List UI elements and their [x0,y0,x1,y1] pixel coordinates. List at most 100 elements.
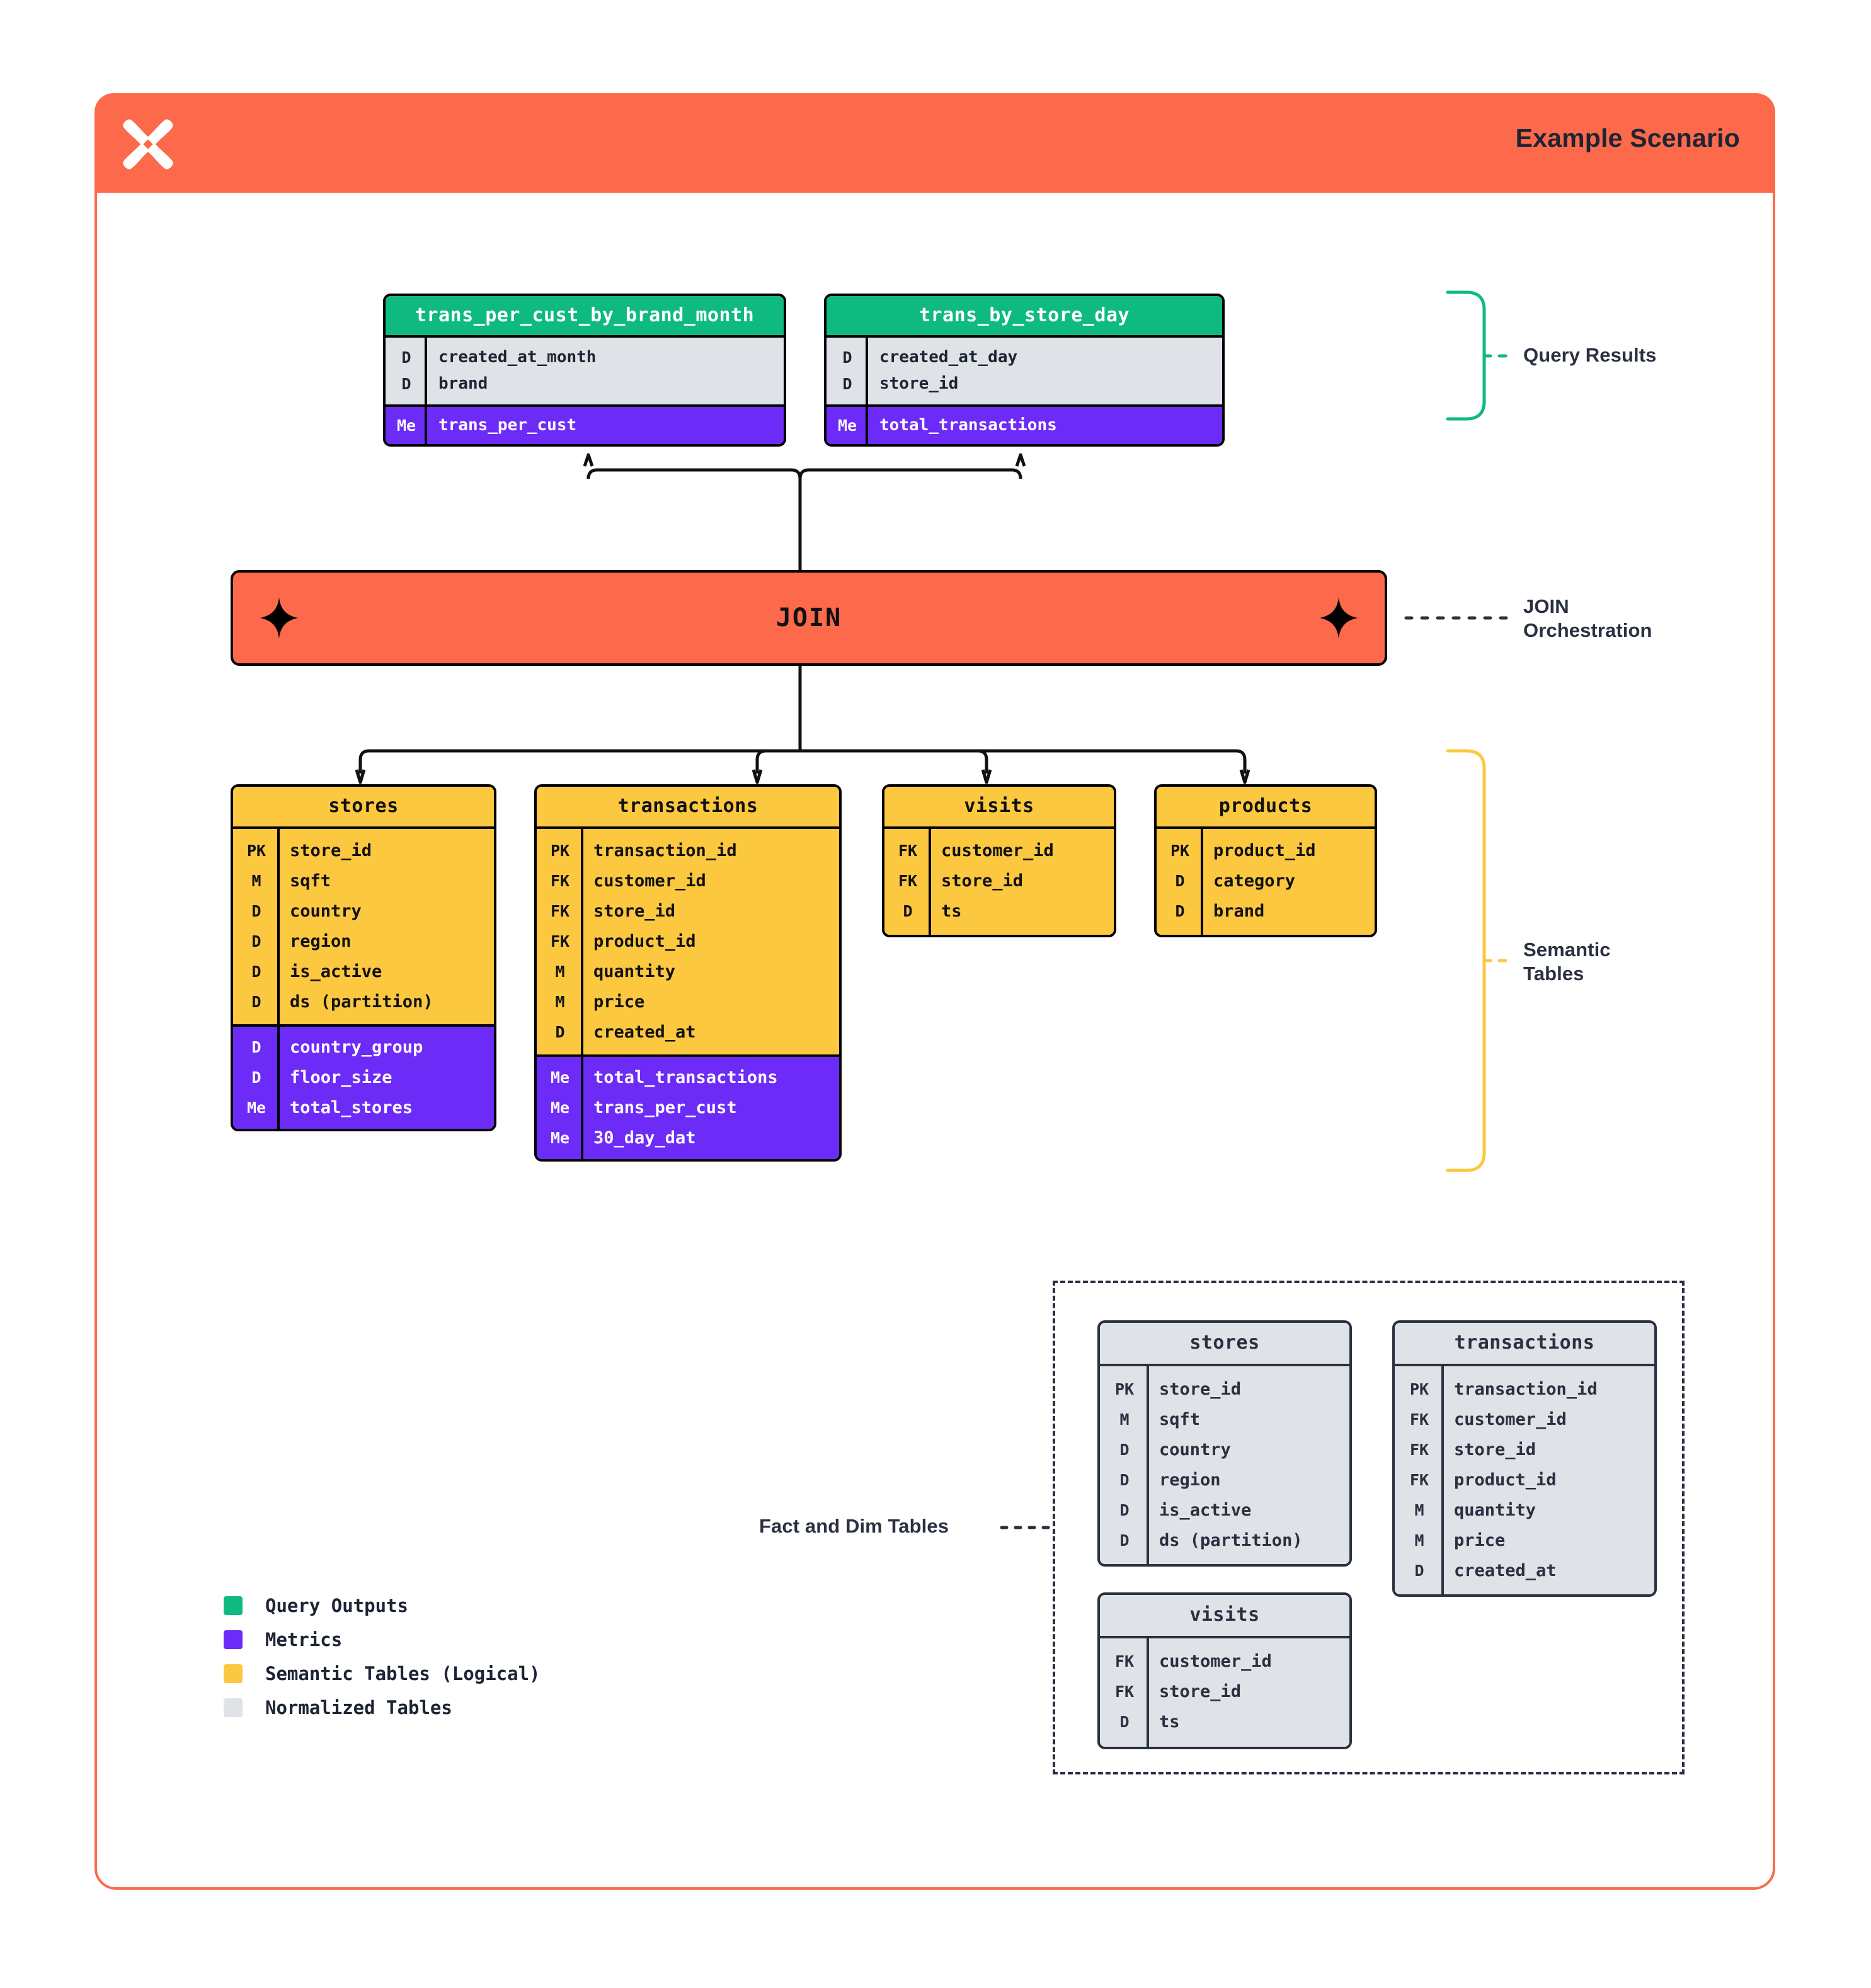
row-value: store_id [879,374,959,393]
row-key: FK [550,932,570,951]
row-key: M [1119,1410,1130,1429]
row-key: D [251,901,261,920]
row-value: customer_id [941,840,1054,860]
table-row: FK product_id [537,926,839,956]
callout-semantic-tables: Semantic Tables [1523,938,1611,986]
row-key: D [251,932,261,951]
callout-label-line2: Orchestration [1523,619,1652,641]
row-value: 30_day_dat [593,1128,696,1148]
row-value: country [290,901,362,921]
callout-label-line2: Tables [1523,962,1584,985]
row-value: ds (partition) [1159,1530,1303,1550]
legend-swatch [224,1630,243,1649]
row-value: ds (partition) [290,991,433,1012]
row-value: ts [1159,1711,1180,1732]
row-value: floor_size [290,1067,392,1087]
row-value: country [1159,1439,1231,1460]
row-value: brand [438,374,488,393]
query-result-table-trans-per-cust-by-brand-month[interactable]: trans_per_cust_by_brand_month D created_… [383,294,786,447]
row-value: product_id [1213,840,1316,860]
legend: Query Outputs Metrics Semantic Tables (L… [224,1589,541,1725]
row-key: PK [1114,1380,1135,1398]
row-value: price [1454,1530,1506,1550]
legend-label: Metrics [265,1629,343,1650]
row-key: FK [1114,1682,1135,1701]
row-key: D [1119,1500,1130,1519]
callout-label-line1: Semantic [1523,939,1611,961]
row-value: product_id [593,931,696,951]
fact-and-dim-tables-group [1053,1281,1685,1774]
table-title: transactions [1395,1323,1654,1366]
table-row: PK transaction_id [537,835,839,865]
row-key: D [1119,1440,1130,1459]
legend-swatch [224,1698,243,1717]
row-key: D [251,1068,261,1087]
row-key: M [251,871,261,890]
query-result-table-trans-by-store-day[interactable]: trans_by_store_day D created_at_day D st… [824,294,1225,447]
row-value: transaction_id [593,840,737,860]
row-key: D [251,962,261,981]
row-key: M [1414,1531,1424,1550]
table-title: visits [1100,1595,1349,1638]
table-title: visits [884,787,1114,829]
row-key: D [1175,901,1185,920]
row-value: store_id [290,840,372,860]
row-key: PK [550,841,570,860]
table-title: stores [233,787,494,829]
row-key: D [1175,871,1185,890]
legend-item-query-outputs: Query Outputs [224,1589,541,1623]
dimension-rows: D created_at_month D brand [386,338,784,404]
row-value: trans_per_cust [438,416,577,435]
row-value: created_at_day [879,348,1018,367]
table-title: stores [1100,1323,1349,1366]
table-row: Me total_transactions [827,412,1222,438]
row-value: total_stores [290,1097,413,1117]
page-title: Example Scenario [1515,123,1740,152]
row-key: PK [1170,841,1190,860]
row-value: category [1213,871,1296,891]
table-title: trans_by_store_day [827,296,1222,338]
row-value: created_at [1454,1560,1557,1580]
row-key: D [1119,1712,1130,1731]
row-value: transaction_id [1454,1379,1598,1399]
row-key: FK [898,871,918,890]
table-row: D brand [386,370,784,397]
join-orchestration-bar[interactable]: JOIN [231,570,1387,666]
legend-swatch [224,1596,243,1615]
row-value: region [290,931,352,951]
row-key: FK [550,901,570,920]
row-key: D [401,374,411,393]
table-row: D created_at_day [827,344,1222,370]
row-key: D [903,901,913,920]
row-value: ts [941,901,962,921]
legend-swatch [224,1664,243,1683]
callout-query-results: Query Results [1523,343,1657,367]
